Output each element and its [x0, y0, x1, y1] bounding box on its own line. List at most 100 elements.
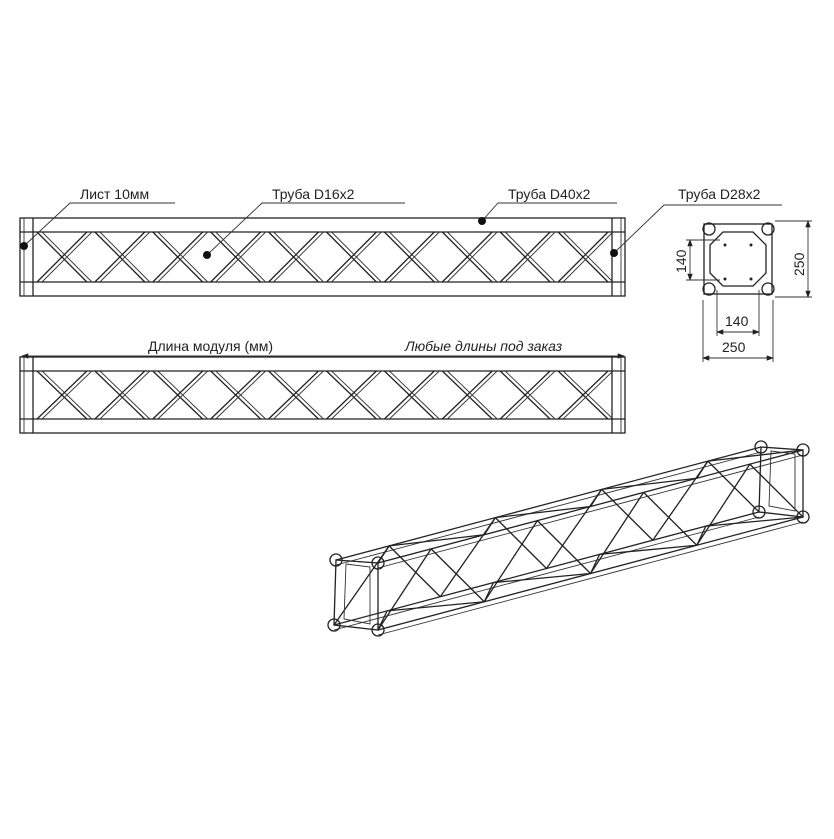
bottom-face-brace	[599, 544, 697, 556]
diagonal-brace-edge	[389, 231, 440, 283]
side-face-brace	[643, 491, 698, 546]
bottom-face-brace	[705, 516, 804, 527]
diagonal-brace	[94, 370, 146, 420]
bottom-face-brace	[696, 525, 707, 546]
top-face-brace	[389, 534, 485, 547]
diagonal-brace	[152, 370, 204, 420]
diagonal-brace	[210, 231, 262, 283]
diagonal-brace	[441, 231, 493, 283]
outer-frame	[19, 217, 626, 297]
top-face-brace	[495, 505, 591, 519]
label-sheet: Лист 10мм	[80, 186, 149, 202]
side-face-brace	[589, 492, 645, 574]
near-tube-end	[371, 556, 385, 570]
diagonal-brace-edge	[215, 231, 266, 283]
top-face-brace	[696, 460, 709, 479]
diagonal-brace	[326, 231, 377, 283]
diagonal-brace-edge	[389, 370, 440, 420]
truss-side-view-bottom	[19, 356, 626, 434]
diagonal-brace	[152, 231, 204, 283]
diagonal-brace-edge	[504, 370, 556, 420]
diagonal-brace	[268, 370, 319, 420]
diagonal-brace	[499, 231, 551, 283]
front-face-brace	[601, 488, 654, 541]
label-tube-d40: Труба D40x2	[508, 186, 591, 202]
diagonal-brace-edge	[504, 231, 556, 283]
diagonal-brace-edge	[446, 231, 498, 283]
diagonal-brace	[268, 231, 319, 283]
diagonal-brace-edge	[273, 370, 324, 420]
chord-tube-edge	[333, 516, 760, 631]
diagonal-brace	[94, 231, 146, 283]
dim-outer-height: 250	[791, 252, 807, 276]
chord-tube-edge	[377, 521, 804, 636]
near-end-plate-inner	[343, 563, 371, 625]
top-face-brace	[601, 477, 697, 491]
far-end-plate-inner	[768, 450, 796, 512]
outer-frame	[19, 356, 626, 434]
diagonal-brace	[557, 370, 609, 420]
diagonal-brace	[36, 231, 88, 283]
label-tube-d28: Труба D28x2	[678, 186, 761, 202]
bottom-face-brace	[387, 601, 485, 612]
any-length-label: Любые длины под заказ	[404, 338, 563, 354]
length-dimension: Длина модуля (мм) Любые длины под заказ	[21, 338, 625, 359]
diagonal-brace	[499, 370, 551, 420]
dim-inner-height: 140	[673, 249, 689, 273]
bottom-face-brace	[493, 572, 591, 584]
diagonal-brace	[210, 370, 262, 420]
diagonal-brace-edge	[331, 370, 382, 420]
diagonal-brace-edge	[99, 370, 151, 420]
far-tube-end	[796, 443, 810, 457]
bottom-face-brace	[589, 554, 601, 574]
diagonal-brace-edge	[273, 231, 324, 283]
far-tube-end	[796, 510, 810, 524]
far-tube-end	[754, 440, 768, 454]
truss-cross-section: 140 250 140 250	[673, 220, 812, 362]
diagonal-brace-edge	[215, 370, 266, 420]
truss-side-view-top	[19, 217, 626, 297]
side-face-brace	[430, 548, 485, 603]
near-tube-end	[329, 553, 343, 567]
diagonal-brace	[383, 370, 435, 420]
top-face-brace	[589, 489, 603, 507]
diagonal-brace-edge	[41, 231, 93, 283]
truss-isometric-view	[327, 440, 810, 637]
label-tube-d16: Труба D16x2	[272, 186, 355, 202]
near-tube-end	[371, 623, 385, 637]
far-tube-end	[752, 505, 766, 519]
diagonal-brace	[557, 231, 609, 283]
near-end-plate	[333, 559, 379, 631]
front-face-brace	[707, 460, 760, 513]
diagonal-brace-edge	[562, 370, 614, 420]
front-face-brace	[388, 545, 441, 598]
diagonal-brace-edge	[99, 231, 151, 283]
dim-outer-width: 250	[722, 339, 746, 355]
top-face-brace	[707, 449, 804, 462]
front-face-brace	[494, 517, 547, 569]
top-face-brace	[483, 517, 496, 536]
diagonal-brace-edge	[331, 231, 382, 283]
diagonal-brace	[383, 231, 435, 283]
diagonal-brace-edge	[41, 370, 93, 420]
dim-inner-width: 140	[725, 313, 749, 329]
callouts: Лист 10мм Труба D16x2 Труба D40x2 Труба …	[20, 186, 782, 259]
diagonal-brace-edge	[157, 370, 209, 420]
diagonal-brace	[36, 370, 88, 420]
chord-tube-edge	[335, 451, 762, 566]
diagonal-brace-edge	[446, 370, 498, 420]
side-face-brace	[536, 520, 591, 574]
module-length-label: Длина модуля (мм)	[148, 338, 273, 354]
side-face-brace	[483, 520, 538, 603]
diagonal-brace-edge	[157, 231, 209, 283]
side-face-brace	[377, 548, 432, 631]
diagonal-brace-edge	[562, 231, 614, 283]
near-tube-end	[327, 618, 341, 632]
side-face-brace	[749, 463, 804, 518]
side-face-brace	[696, 463, 751, 546]
diagonal-brace	[326, 370, 377, 420]
chord-tube-edge	[377, 454, 804, 569]
bottom-face-brace	[377, 610, 388, 631]
diagonal-brace	[441, 370, 493, 420]
